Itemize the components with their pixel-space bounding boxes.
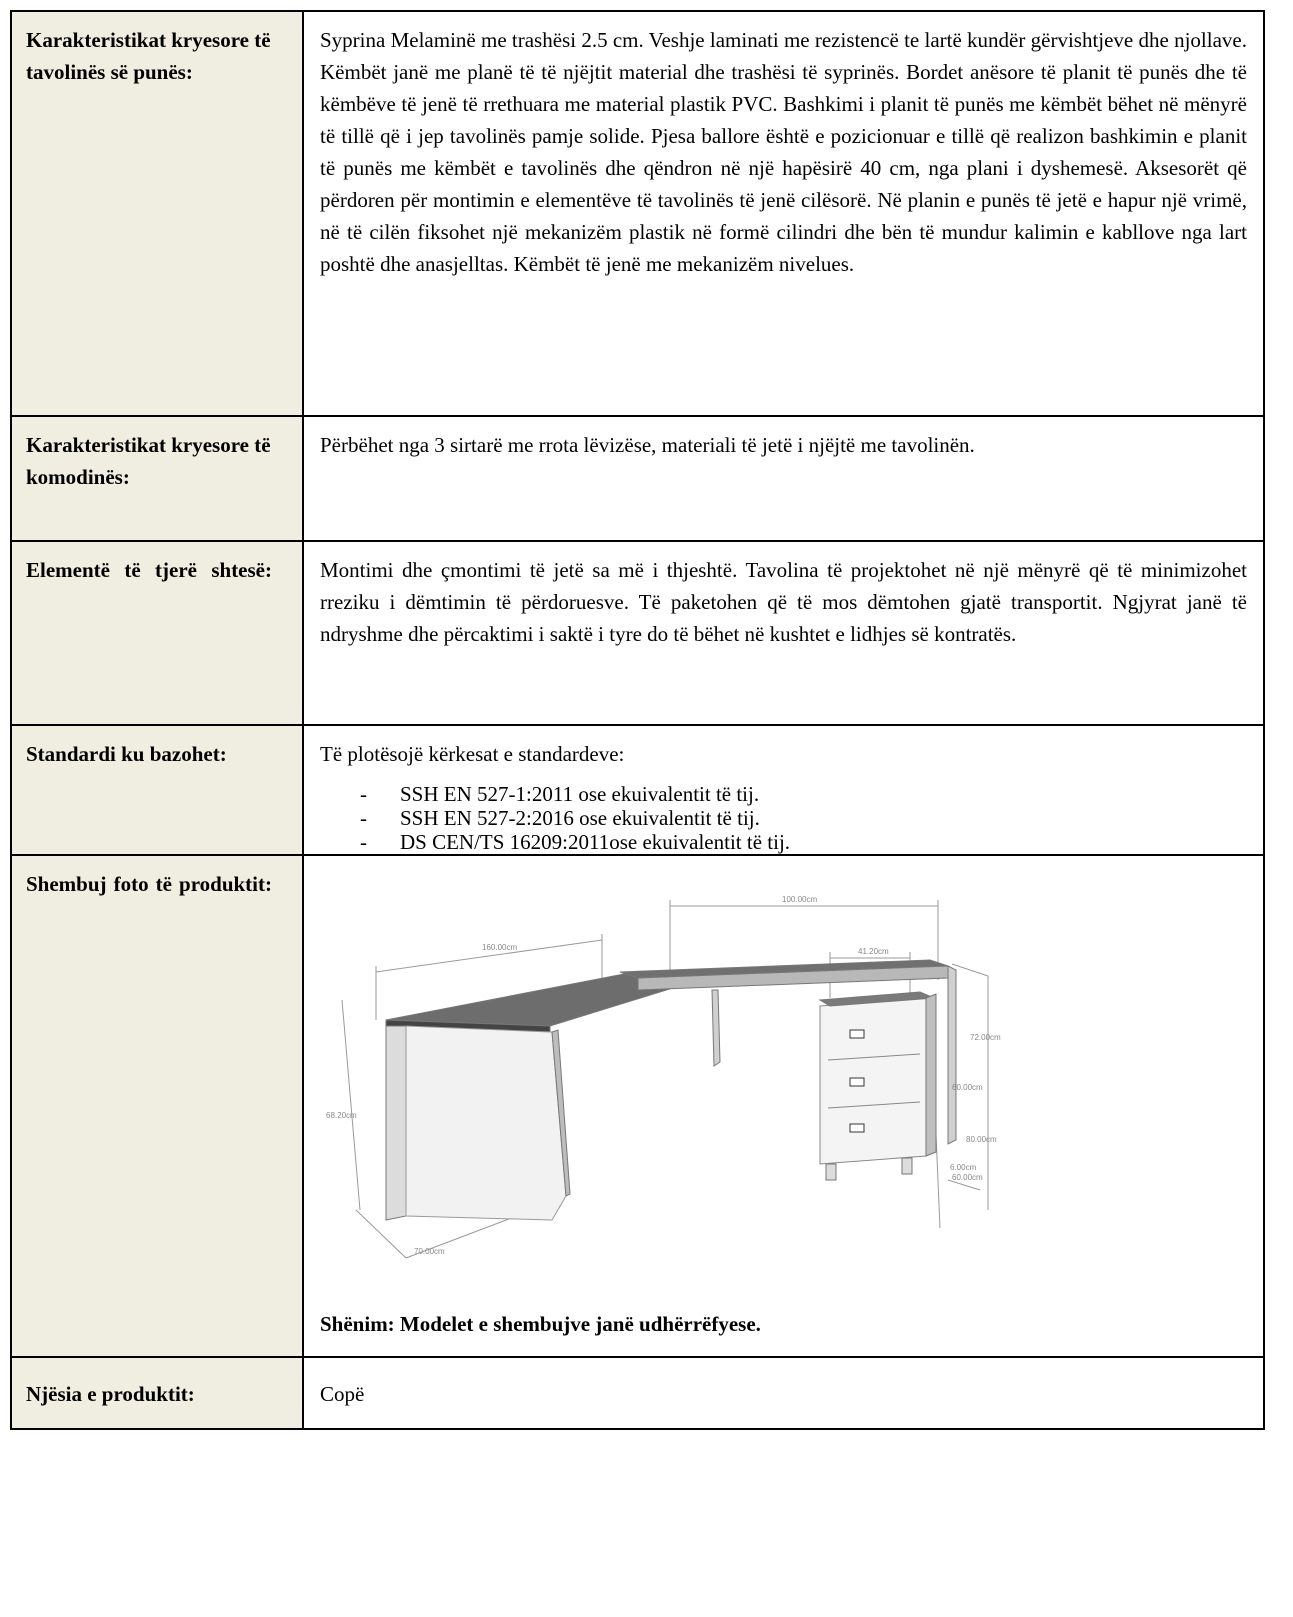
list-item: -SSH EN 527-2:2016 ose ekuivalentit të t…	[360, 806, 760, 830]
row-label-text: Elementë të tjerë shtesë:	[26, 558, 272, 582]
dim-label: 160.00cm	[482, 943, 517, 952]
row-value: Të plotësojë kërkesat e standardeve: -SS…	[302, 724, 1265, 856]
desk-product-image: 100.00cm 160.00cm 41.20cm 72.00cm 60.00c…	[326, 895, 1001, 1259]
dim-label: 72.00cm	[970, 1033, 1001, 1042]
row-label: Standardi ku bazohet:	[10, 724, 304, 856]
list-item: -DS CEN/TS 16209:2011ose ekuivalentit të…	[360, 830, 791, 854]
table-row: Standardi ku bazohet: Të plotësojë kërke…	[10, 724, 1265, 856]
row-label-text: Standardi ku bazohet:	[26, 742, 227, 766]
row-label-text: Njësia e produktit:	[26, 1382, 195, 1406]
row-label: Njësia e produktit:	[10, 1356, 304, 1430]
row-value: Përbëhet nga 3 sirtarë me rrota lëvizëse…	[302, 415, 1265, 542]
standard-text: SSH EN 527-1:2011 ose ekuivalentit të ti…	[400, 782, 760, 806]
standard-text: SSH EN 527-2:2016 ose ekuivalentit të ti…	[400, 806, 760, 830]
row-value-text: Përbëhet nga 3 sirtarë me rrota lëvizëse…	[320, 433, 975, 457]
row-value-text: Copë	[320, 1382, 365, 1406]
dim-label: 100.00cm	[782, 895, 817, 904]
row-label-text: Karakteristikat kryesore të tavolinës së…	[26, 28, 271, 84]
standards-intro: Të plotësojë kërkesat e standardeve:	[320, 742, 625, 766]
table-row: Njësia e produktit: Copë	[10, 1356, 1265, 1430]
dim-label: 6.00cm	[950, 1163, 977, 1172]
table-row: Elementë të tjerë shtesë: Montimi dhe çm…	[10, 540, 1265, 726]
row-value-text: Syprina Melaminë me trashësi 2.5 cm. Ves…	[320, 28, 1247, 276]
row-value: Syprina Melaminë me trashësi 2.5 cm. Ves…	[302, 10, 1265, 417]
dim-label: 80.00cm	[966, 1135, 997, 1144]
row-value: 100.00cm 160.00cm 41.20cm 72.00cm 60.00c…	[302, 854, 1265, 1358]
dim-label: 60.00cm	[952, 1173, 983, 1182]
spec-table: Karakteristikat kryesore të tavolinës së…	[10, 10, 1265, 1430]
row-value: Copë	[302, 1356, 1265, 1430]
table-row: Shembuj foto të produktit:	[10, 854, 1265, 1358]
table-row: Karakteristikat kryesore të tavolinës së…	[10, 10, 1265, 417]
row-label-text: Karakteristikat kryesore të komodinës:	[26, 433, 271, 489]
dim-label: 70.00cm	[414, 1247, 445, 1256]
row-label: Karakteristikat kryesore të tavolinës së…	[10, 10, 304, 417]
table-row: Karakteristikat kryesore të komodinës: P…	[10, 415, 1265, 542]
dim-label: 41.20cm	[858, 947, 889, 956]
standards-list: -SSH EN 527-1:2011 ose ekuivalentit të t…	[320, 782, 1247, 854]
row-value: Montimi dhe çmontimi të jetë sa më i thj…	[302, 540, 1265, 726]
standard-text: DS CEN/TS 16209:2011ose ekuivalentit të …	[400, 830, 791, 854]
note-text: Shënim: Modelet e shembujve janë udhërrë…	[320, 1312, 761, 1336]
row-label: Karakteristikat kryesore të komodinës:	[10, 415, 304, 542]
row-value-text: Montimi dhe çmontimi të jetë sa më i thj…	[320, 558, 1247, 646]
row-label-text: Shembuj foto të produktit:	[26, 872, 272, 896]
dim-label: 60.00cm	[952, 1083, 983, 1092]
dim-label: 68.20cm	[326, 1111, 357, 1120]
row-label: Elementë të tjerë shtesë:	[10, 540, 304, 726]
list-item: -SSH EN 527-1:2011 ose ekuivalentit të t…	[360, 782, 760, 806]
row-label: Shembuj foto të produktit:	[10, 854, 304, 1358]
